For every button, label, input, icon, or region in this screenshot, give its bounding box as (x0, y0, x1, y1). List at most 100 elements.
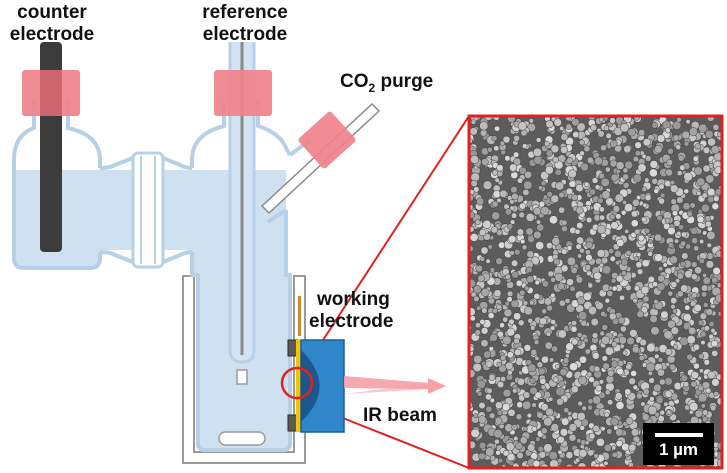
sem-particle (663, 401, 669, 407)
sem-particle (689, 202, 696, 209)
sem-particle (670, 198, 677, 205)
sem-particle (599, 262, 604, 268)
sem-particle (503, 308, 513, 318)
sem-particle (506, 351, 514, 359)
sem-particle (554, 363, 560, 369)
sem-particle (664, 180, 672, 188)
sem-particle (561, 219, 568, 226)
sem-particle (513, 248, 521, 256)
reference-frit (236, 369, 248, 385)
sem-particle (656, 282, 666, 291)
sem-particle (712, 266, 721, 276)
sem-particle (651, 122, 659, 129)
purge-prefix: CO (340, 71, 369, 92)
sem-particle (705, 174, 715, 184)
sem-particle (576, 122, 586, 132)
sem-particle (614, 193, 624, 203)
sem-particle (691, 237, 699, 245)
sem-particle (644, 155, 652, 162)
sem-particle (469, 127, 478, 136)
sem-particle (670, 304, 676, 310)
sem-particle (606, 428, 613, 435)
sem-particle (499, 322, 505, 328)
sem-particle (682, 202, 691, 211)
sem-particle (638, 129, 646, 137)
glass-cell (12, 100, 312, 452)
sem-particle (558, 299, 566, 307)
sem-particle (584, 181, 590, 187)
sem-particle (711, 276, 718, 284)
sem-particle (506, 296, 513, 303)
sem-particle (713, 391, 719, 397)
sem-particle (520, 129, 528, 137)
counter-electrode-label: counter electrode (2, 2, 102, 46)
sem-particle (545, 331, 552, 337)
sem-particle (603, 411, 610, 418)
sem-particle (660, 310, 669, 319)
sem-particle (694, 266, 703, 275)
sem-particle (529, 300, 535, 306)
sem-particle (711, 349, 719, 357)
sem-particle (698, 257, 705, 264)
sem-particle (545, 407, 554, 417)
sem-particle (576, 332, 583, 338)
sem-particle (632, 384, 638, 390)
sem-particle (631, 198, 640, 207)
sem-particle (622, 350, 628, 356)
sem-particle (622, 167, 629, 174)
sem-particle (561, 417, 570, 426)
sem-particle (479, 129, 488, 137)
sem-particle (594, 184, 601, 191)
sem-particle (473, 295, 480, 303)
sem-particle (504, 155, 511, 162)
sem-particle (649, 160, 659, 169)
sem-particle (605, 132, 612, 139)
sem-particle (609, 255, 616, 262)
sem-particle (703, 359, 710, 366)
sem-particle (580, 320, 588, 327)
sem-particle (522, 300, 529, 306)
glass-frit (131, 151, 165, 269)
sem-particle (617, 360, 625, 367)
sem-particle (587, 282, 594, 289)
sem-particle (496, 164, 504, 172)
sem-particle (699, 312, 707, 320)
sem-particle (664, 377, 673, 386)
sem-particle (506, 327, 516, 337)
sem-particle (535, 241, 545, 251)
sem-particle (550, 319, 556, 325)
sem-particle (675, 144, 682, 150)
zoom-line-top (309, 115, 470, 361)
sem-particle (540, 180, 547, 187)
sem-particle (585, 241, 593, 249)
sem-particle (637, 163, 647, 173)
sem-particle (619, 294, 625, 301)
sem-particle (625, 284, 632, 291)
sem-particle (594, 156, 603, 166)
sem-particle (692, 155, 699, 162)
sem-particle (670, 297, 678, 305)
sem-particle (600, 311, 606, 317)
sem-particle (615, 428, 624, 437)
counter-label-line2: electrode (9, 24, 95, 45)
sem-particle (500, 354, 507, 361)
sem-particle (513, 134, 520, 142)
sem-particle (513, 312, 522, 321)
sem-particle (507, 223, 514, 230)
sem-particle (489, 333, 498, 342)
sem-particle (538, 200, 546, 208)
sem-particle (494, 177, 500, 183)
sem-particle (572, 131, 580, 139)
sem-particle (543, 194, 549, 200)
sem-particle (657, 274, 665, 283)
sem-particle (593, 271, 602, 280)
sem-particle (487, 312, 495, 319)
sem-particle (714, 166, 722, 174)
sem-particle (566, 245, 573, 251)
sem-particle (546, 191, 553, 198)
sem-particle (676, 272, 684, 280)
sem-particle (534, 279, 540, 286)
sem-particle (526, 275, 535, 284)
co2-purge-label: CO2 purge (340, 71, 433, 94)
sem-particle (614, 250, 622, 258)
